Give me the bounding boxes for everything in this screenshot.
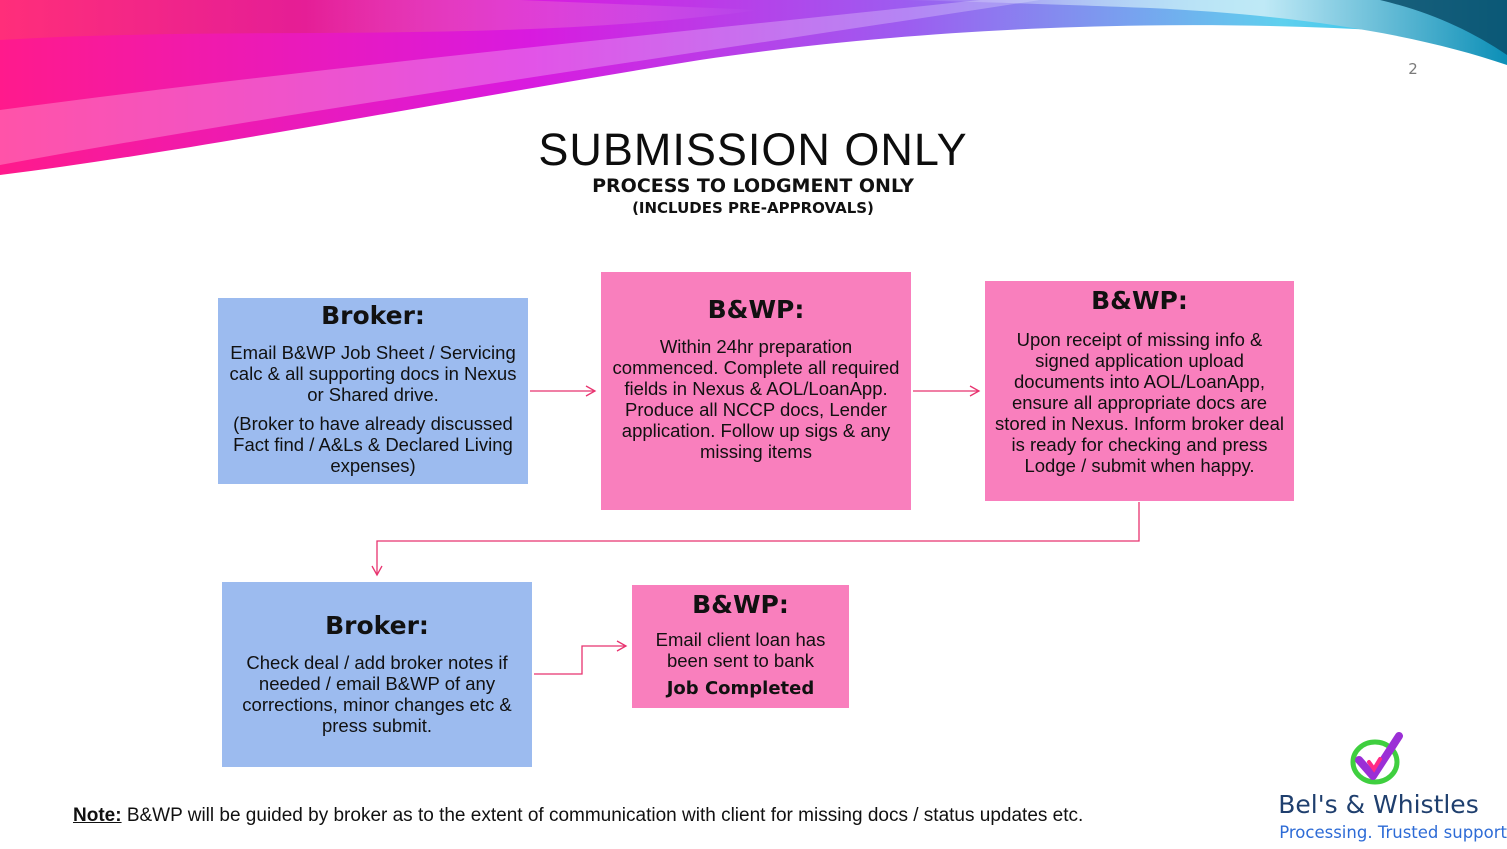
arrow-step4-to-step5 <box>534 640 628 675</box>
title-block: SUBMISSION ONLY PROCESS TO LODGMENT ONLY… <box>453 124 1053 218</box>
step-role-label: Broker: <box>325 611 429 640</box>
page-subtitle: PROCESS TO LODGMENT ONLY <box>592 175 914 197</box>
page-title: SUBMISSION ONLY <box>538 124 968 175</box>
note-label: Note: <box>73 805 122 826</box>
step-role-label: B&WP: <box>707 295 805 324</box>
step-role-label: B&WP: <box>1091 286 1188 315</box>
step-description: Within 24hr preparation commenced. Compl… <box>612 336 900 462</box>
step-broker-email-job-sheet: Broker: Email B&WP Job Sheet / Servicing… <box>218 298 528 484</box>
step-role-label: Broker: <box>321 301 425 330</box>
step-description: Email client loan has been sent to bank <box>655 629 826 671</box>
page-number: 2 <box>1408 60 1418 78</box>
step-bwp-preparation: B&WP: Within 24hr preparation commenced.… <box>601 272 911 510</box>
step-extra-note: (Broker to have already discussed Fact f… <box>233 413 513 476</box>
step-role-label: B&WP: <box>692 590 789 619</box>
step-bwp-upload-and-inform: B&WP: Upon receipt of missing info & sig… <box>985 281 1294 501</box>
step-description: Upon receipt of missing info & signed ap… <box>995 329 1284 476</box>
step-broker-check-and-submit: Broker: Check deal / add broker notes if… <box>222 582 532 767</box>
logo-name: Bel's & Whistles <box>1278 790 1479 819</box>
company-logo: Bel's & Whistles Processing. Trusted sup… <box>1250 732 1507 849</box>
checkmark-logo-icon <box>1350 732 1403 785</box>
step-description: Check deal / add broker notes if needed … <box>242 652 512 736</box>
header-swoosh-decoration <box>0 0 1507 175</box>
step-bwp-email-client: B&WP: Email client loan has been sent to… <box>632 585 849 708</box>
job-completed-label: Job Completed <box>666 678 815 699</box>
page-subnote: (INCLUDES PRE-APPROVALS) <box>632 199 874 217</box>
step-description: Email B&WP Job Sheet / Servicing calc & … <box>229 342 517 405</box>
logo-tagline: Processing. Trusted support <box>1279 823 1507 842</box>
note-text: B&WP will be guided by broker as to the … <box>121 805 1084 826</box>
footer-note: Note: B&WP will be guided by broker as t… <box>73 804 1233 828</box>
arrow-step3-to-step4 <box>371 502 1140 577</box>
